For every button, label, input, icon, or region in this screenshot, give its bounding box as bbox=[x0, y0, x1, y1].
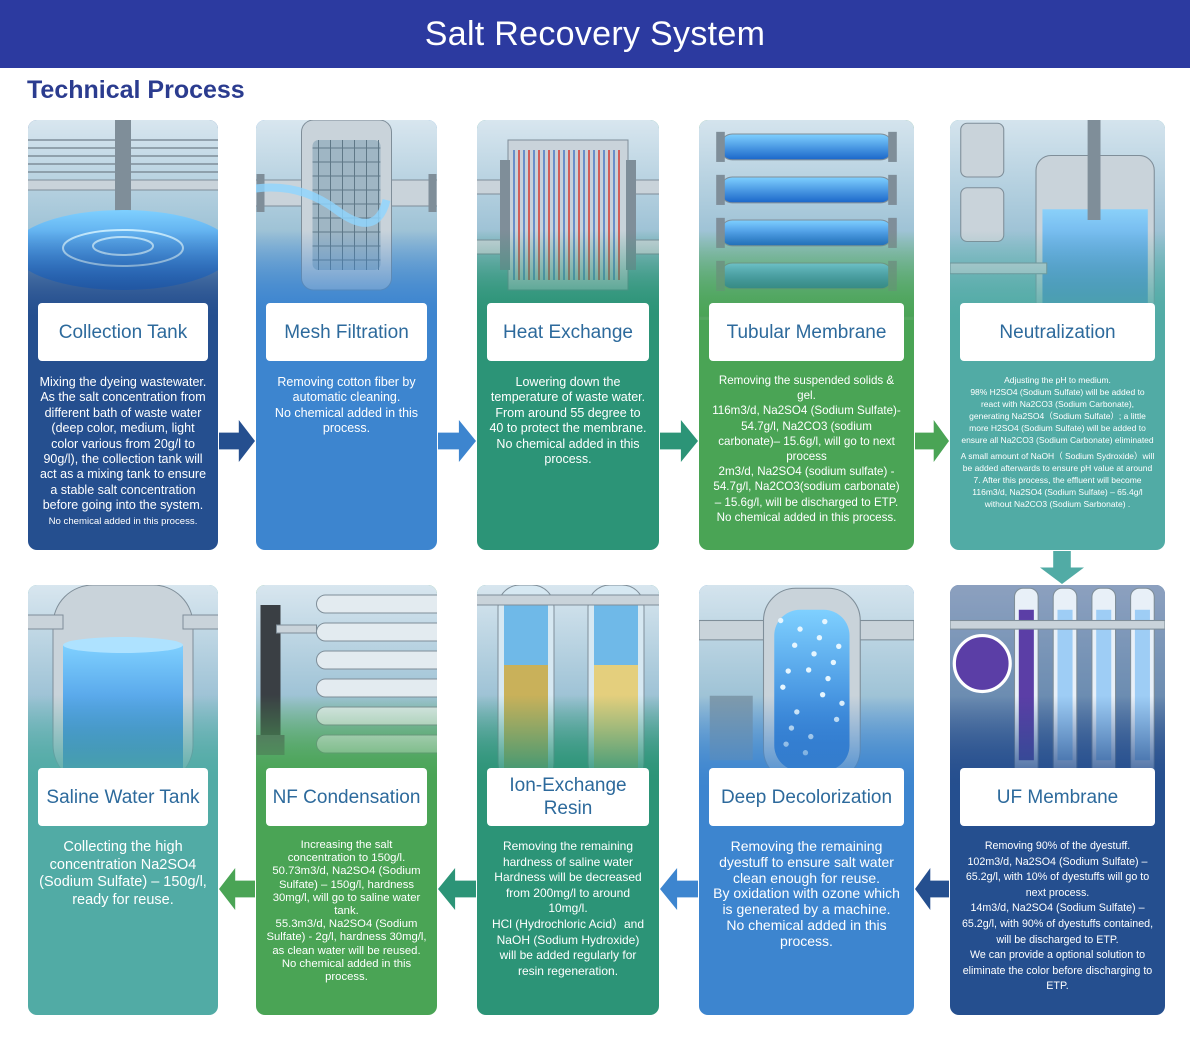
description-line: HCl (Hydrochloric Acid）and NaOH (Sodium … bbox=[491, 916, 645, 978]
flow-arrow-right-icon bbox=[915, 420, 949, 462]
description-line: We can provide a optional solution to el… bbox=[962, 949, 1153, 993]
uf-membrane-icon bbox=[950, 585, 1165, 785]
step-title: Heat Exchange bbox=[487, 303, 649, 361]
description-line: 116m3/d, Na2SO4 (Sodium Sulfate)- 54.7g/… bbox=[712, 404, 901, 464]
step-description: Removing the suspended solids & gel.116m… bbox=[709, 373, 904, 525]
header-banner: Salt Recovery System bbox=[0, 0, 1190, 68]
description-line: Removing the remaining dyestuff to ensur… bbox=[719, 838, 894, 886]
step-title: Neutralization bbox=[960, 303, 1155, 361]
step-title: NF Condensation bbox=[266, 768, 427, 826]
step-description: Lowering down the temperature of waste w… bbox=[487, 375, 649, 467]
step-title: UF Membrane bbox=[960, 768, 1155, 826]
flow-arrow-right-icon bbox=[219, 420, 255, 462]
step-description: Removing the remaining dyestuff to ensur… bbox=[709, 838, 904, 950]
step-description: Increasing the salt concentration to 150… bbox=[266, 839, 427, 984]
description-line: A small amount of NaOH（ Sodium Sydroxide… bbox=[960, 451, 1155, 509]
description-line: No chemical added in this process. bbox=[726, 916, 887, 949]
description-line: 102m3/d, Na2SO4 (Sodium Sulfate) – 65.2g… bbox=[965, 855, 1150, 899]
flow-arrow-down-icon bbox=[1040, 551, 1084, 584]
flow-arrow-right-icon bbox=[660, 420, 698, 462]
description-line: By oxidation with ozone which is generat… bbox=[713, 885, 900, 918]
description-line: Adjusting the pH to medium. bbox=[1004, 375, 1111, 385]
description-line: Collecting the high concentration Na2SO4… bbox=[39, 839, 207, 908]
flow-arrow-left-icon bbox=[915, 868, 949, 910]
description-line: From around 55 degree to 40 to protect t… bbox=[489, 405, 647, 436]
description-line: No chemical added in this process. bbox=[496, 436, 640, 467]
step-title: Deep Decolorization bbox=[709, 768, 904, 826]
flow-arrow-left-icon bbox=[660, 868, 698, 910]
step-description: Removing the remaining hardness of salin… bbox=[487, 839, 649, 979]
step-description: Removing 90% of the dyestuff. 102m3/d, Na… bbox=[960, 839, 1155, 995]
description-line: Increasing the salt concentration to 150… bbox=[287, 839, 406, 865]
description-line: Removing 90% of the dyestuff. bbox=[984, 840, 1131, 852]
neutralization-reactor-icon bbox=[950, 120, 1165, 320]
description-line: Lowering down the temperature of waste w… bbox=[490, 375, 646, 405]
step-title: Mesh Filtration bbox=[266, 303, 427, 361]
flow-arrow-left-icon bbox=[438, 868, 476, 910]
flow-arrow-right-icon bbox=[438, 420, 476, 462]
page-title: Salt Recovery System bbox=[424, 15, 766, 53]
description-line: No chemical added in this process. bbox=[48, 515, 198, 527]
flow-arrow-left-icon bbox=[219, 868, 255, 910]
description-line: No chemical added in this process. bbox=[281, 957, 412, 984]
description-line: Removing the suspended solids & gel. bbox=[718, 374, 895, 403]
section-title: Technical Process bbox=[27, 76, 245, 104]
description-line: Mixing the dyeing wastewater. As the sal… bbox=[39, 375, 207, 513]
step-title: Tubular Membrane bbox=[709, 303, 904, 361]
step-title: Saline Water Tank bbox=[38, 768, 208, 826]
step-title: Collection Tank bbox=[38, 303, 208, 361]
step-description: Adjusting the pH to medium. 98% H2SO4 (So… bbox=[960, 374, 1155, 510]
saline-water-tank-icon bbox=[28, 585, 218, 785]
description-line: 98% H2SO4 (Sodium Sulfate) will be added… bbox=[961, 387, 1154, 445]
description-line: 55.3m3/d, Na2SO4 (Sodium Sulfate) - 2g/l… bbox=[266, 918, 427, 957]
decolorization-vessel-icon bbox=[699, 585, 914, 785]
description-line: 50.73m3/d, Na2SO4 (Sodium Sulfate) – 150… bbox=[272, 865, 421, 918]
tubular-membrane-icon bbox=[699, 120, 914, 320]
step-title: Ion-Exchange Resin bbox=[487, 768, 649, 826]
heat-exchanger-icon bbox=[477, 120, 659, 320]
description-line: Hardness will be decreased from 200mg/l … bbox=[494, 870, 642, 916]
description-line: Removing the remaining hardness of salin… bbox=[502, 839, 634, 869]
description-line: No chemical added in this process. bbox=[716, 510, 897, 524]
step-description: Mixing the dyeing wastewater. As the sal… bbox=[38, 375, 208, 529]
description-line: 14m3/d, Na2SO4 (Sodium Sulfate) – 65.2g/… bbox=[961, 902, 1154, 946]
description-line: 2m3/d, Na2SO4 (sodium sulfate) - 54.7g/l… bbox=[713, 465, 900, 509]
description-line: Removing cotton fiber by automatic clean… bbox=[277, 375, 416, 405]
step-description: Removing cotton fiber by automatic clean… bbox=[266, 375, 427, 437]
nf-condensation-icon bbox=[256, 585, 437, 785]
description-line: No chemical added in this process. bbox=[274, 405, 419, 436]
mesh-filter-icon bbox=[256, 120, 437, 320]
collection-tank-icon bbox=[28, 120, 218, 320]
step-description: Collecting the high concentration Na2SO4… bbox=[38, 839, 208, 909]
ion-exchange-column-icon bbox=[477, 585, 659, 785]
